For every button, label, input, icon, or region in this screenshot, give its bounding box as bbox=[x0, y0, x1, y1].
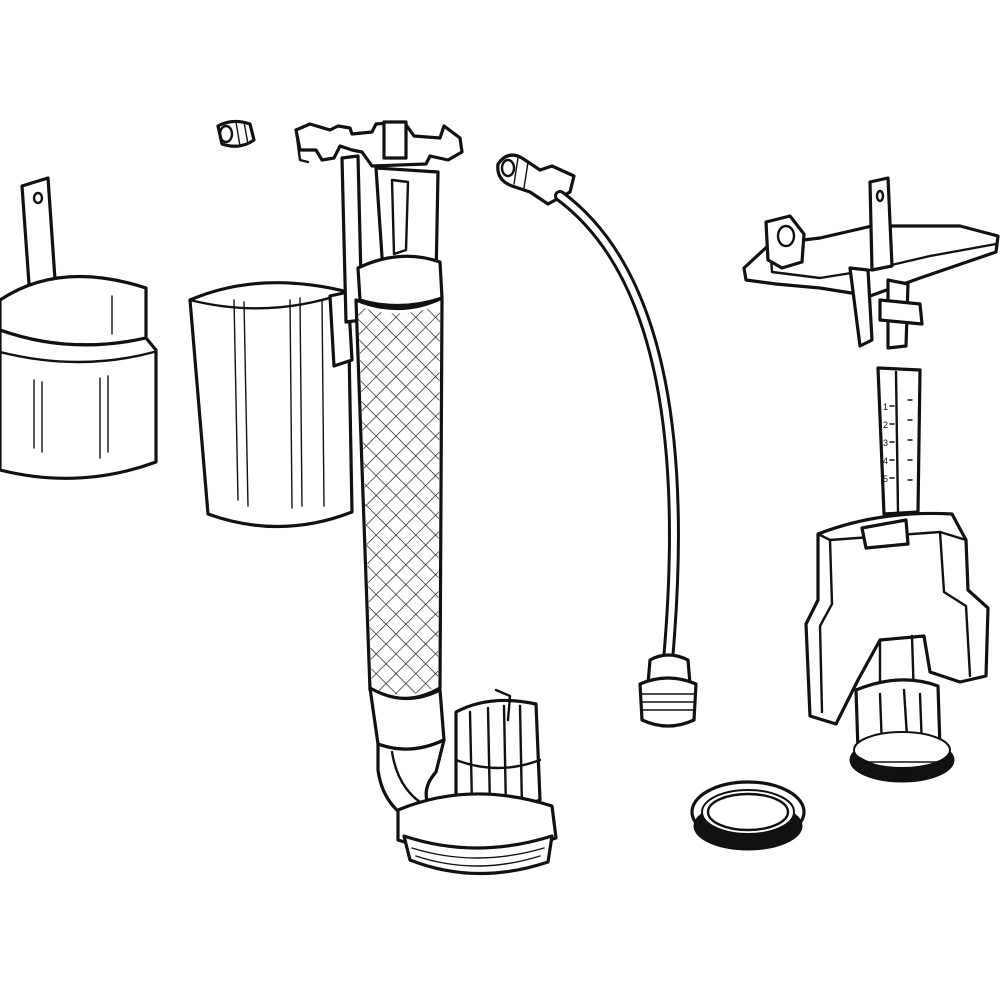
scale-mark-3: 3 bbox=[883, 438, 888, 448]
small-nozzle-fitting bbox=[216, 119, 256, 148]
open-float-cup bbox=[188, 281, 354, 529]
fill-valve-with-braided-hose bbox=[294, 120, 558, 876]
scale-mark-2: 2 bbox=[883, 420, 888, 430]
flush-valve-frame: 1 2 3 4 5 bbox=[742, 176, 1000, 783]
scale-mark-1: 1 bbox=[883, 402, 888, 412]
flexible-supply-tube bbox=[496, 153, 698, 728]
sealing-ring bbox=[690, 780, 806, 851]
small-float-with-rod bbox=[0, 176, 158, 480]
scale-mark-5: 5 bbox=[883, 474, 888, 484]
scale-mark-4: 4 bbox=[883, 456, 888, 466]
